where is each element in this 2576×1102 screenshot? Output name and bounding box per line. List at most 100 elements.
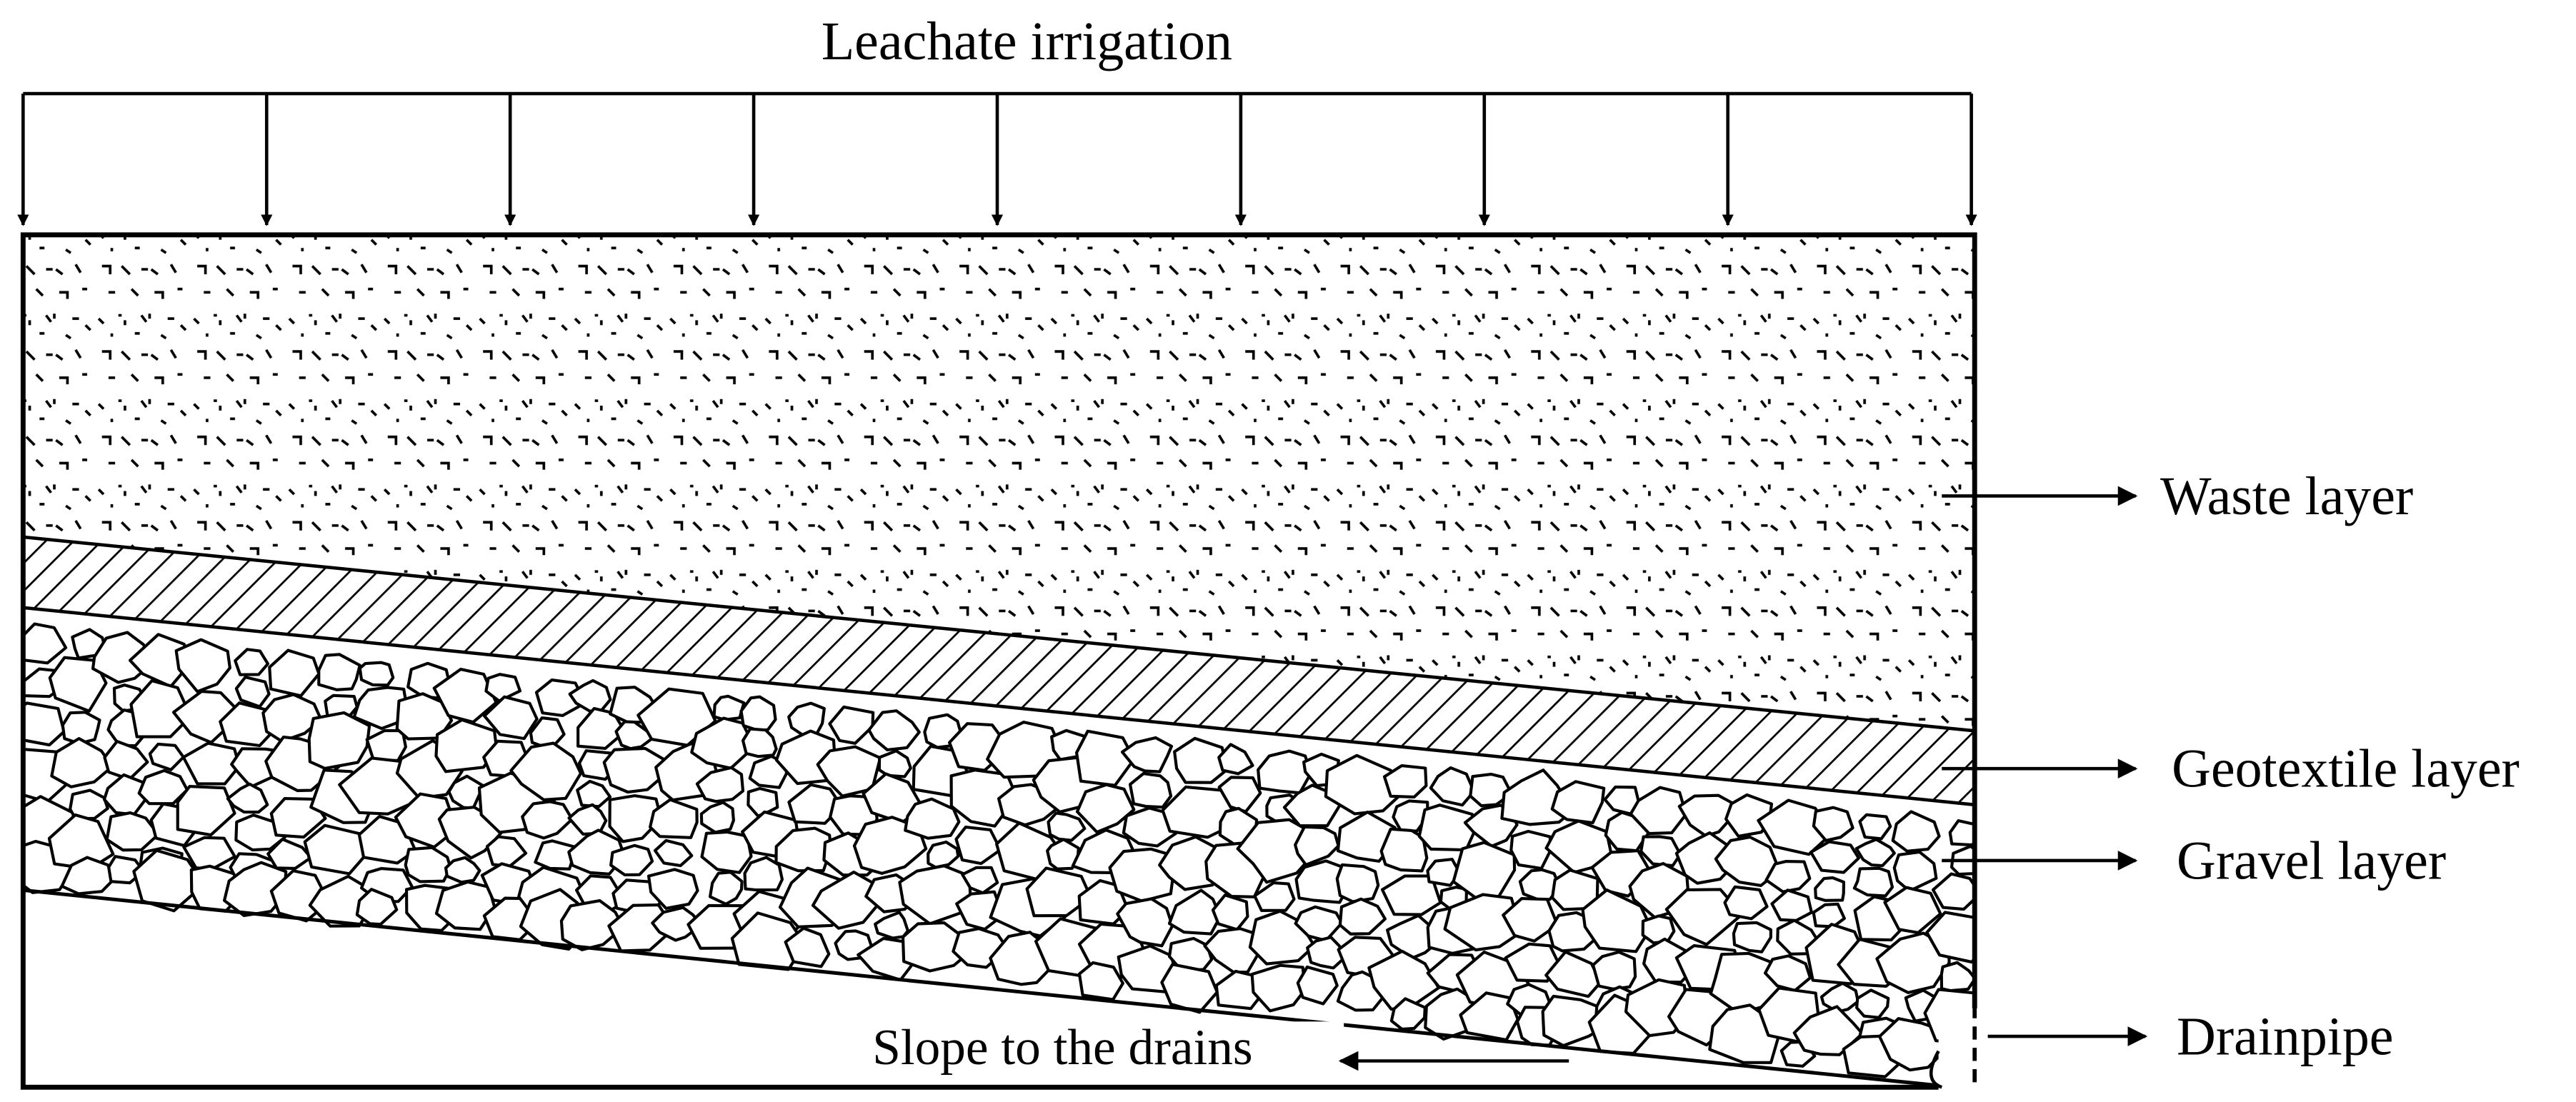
gravel-stone xyxy=(1581,888,1653,953)
gravel-stone xyxy=(1025,866,1093,918)
gravel-stone xyxy=(434,718,499,773)
gravel-stone xyxy=(954,825,1002,866)
geotextile-layer-label: Geotextile layer xyxy=(2172,738,2520,798)
gravel-stone xyxy=(1116,897,1174,948)
geotextile-layer xyxy=(23,536,1975,805)
gravel-stone xyxy=(1641,914,1676,945)
gravel-stone xyxy=(649,798,699,839)
gravel-stone xyxy=(1253,881,1296,912)
gravel-stone xyxy=(741,727,778,758)
gravel-stone xyxy=(739,695,777,733)
gravel-stone xyxy=(352,686,409,731)
gravel-stone xyxy=(877,749,912,778)
gravel-stone xyxy=(1891,810,1941,853)
gravel-stone xyxy=(394,792,459,849)
gravel-stone xyxy=(1294,859,1352,904)
gravel-stone xyxy=(901,921,973,973)
gravel-stone xyxy=(647,868,699,910)
gravel-stone xyxy=(898,864,972,926)
gravel-stone xyxy=(1948,819,1975,847)
gravel-stone xyxy=(266,838,313,871)
gravel-stone xyxy=(1814,876,1846,902)
gravel-stone xyxy=(1338,897,1387,936)
gravel-stone xyxy=(1046,838,1080,871)
title-label: Leachate irrigation xyxy=(822,11,1232,71)
gravel-bottom-boundary xyxy=(23,888,1955,1089)
gravel-stone xyxy=(1469,772,1514,808)
gravel-stone xyxy=(534,678,587,717)
gravel-stone xyxy=(1629,786,1688,836)
slope-label-group: Slope to the drains xyxy=(867,1019,1569,1081)
gravel-stone xyxy=(1167,888,1222,936)
gravel-stone xyxy=(1509,829,1552,871)
gravel-stone xyxy=(23,622,68,665)
gravel-stone xyxy=(904,797,961,840)
gravel-stone xyxy=(651,906,704,942)
gravel-stone xyxy=(1128,772,1173,809)
gravel-stone xyxy=(1417,803,1477,852)
gravel-stone xyxy=(404,846,452,883)
gravel-stone xyxy=(699,801,735,834)
gravel-stone xyxy=(1677,793,1738,838)
gravel-stone xyxy=(608,794,663,843)
gravel-stone xyxy=(1809,840,1860,874)
gravel-stone xyxy=(365,729,407,762)
gravel-stone xyxy=(60,856,118,896)
gravel-stone xyxy=(1335,863,1380,903)
gravel-stone xyxy=(1443,893,1523,952)
gravel-stone xyxy=(1389,997,1427,1031)
slope-label: Slope to the drains xyxy=(872,1019,1252,1076)
geotextile-label-group: Geotextile layer xyxy=(1942,738,2520,798)
gravel-stone xyxy=(695,766,745,803)
gravel-stone xyxy=(317,653,361,691)
gravel-stone xyxy=(1108,847,1175,903)
gravel-stone xyxy=(1591,950,1637,991)
drainpipe-label-group: Drainpipe xyxy=(1987,1006,2393,1066)
gravel-stone xyxy=(708,871,744,906)
gravel-stone xyxy=(1854,838,1896,868)
gravel-stone xyxy=(1931,872,1975,911)
gravel-stone xyxy=(1382,763,1428,799)
gravel-stone xyxy=(1858,813,1892,841)
gravel-label-group: Gravel layer xyxy=(1942,831,2446,891)
gravel-stone xyxy=(509,741,583,801)
gravel-stone xyxy=(1819,981,1860,1013)
gravel-stone xyxy=(1324,753,1402,816)
gravel-stone xyxy=(181,741,241,786)
gravel-stone xyxy=(828,705,875,745)
drainpipe-label: Drainpipe xyxy=(2177,1006,2393,1066)
gravel-stone xyxy=(816,745,882,798)
gravel-stone xyxy=(1386,913,1439,960)
gravel-stone xyxy=(1925,911,1975,964)
gravel-stone xyxy=(1764,860,1812,893)
gravel-stone xyxy=(784,926,831,968)
gravel-stone xyxy=(1294,825,1340,867)
gravel-stone xyxy=(358,661,395,687)
gravel-stone xyxy=(1714,836,1782,887)
gravel-stone xyxy=(1855,988,1890,1019)
gravel-stone xyxy=(129,679,192,738)
gravel-stone xyxy=(1504,942,1560,983)
gravel-stone xyxy=(1217,743,1254,776)
gravel-stone xyxy=(1257,749,1312,795)
gravel-stone xyxy=(148,742,185,771)
waste-layer xyxy=(23,234,1975,731)
gravel-stone xyxy=(1664,888,1744,946)
gravel-stone xyxy=(23,701,66,747)
gravel-stone xyxy=(534,839,575,871)
irrigation-arrows xyxy=(17,91,1977,226)
gravel-stone xyxy=(1940,961,1975,993)
gravel-stone xyxy=(576,779,612,808)
gravel-stone xyxy=(174,638,231,693)
gravel-stone xyxy=(1250,963,1307,1013)
gravel-stone xyxy=(1426,858,1462,887)
gravel-stone xyxy=(1429,766,1476,807)
gravel-stone xyxy=(559,899,625,951)
waste-geotextile-boundary xyxy=(23,535,1975,733)
gravel-stone xyxy=(1502,897,1559,943)
gravel-stone xyxy=(50,737,114,788)
gravel-stone xyxy=(1544,950,1602,998)
gravel-stone xyxy=(132,848,206,913)
gravel-stone xyxy=(602,746,667,794)
